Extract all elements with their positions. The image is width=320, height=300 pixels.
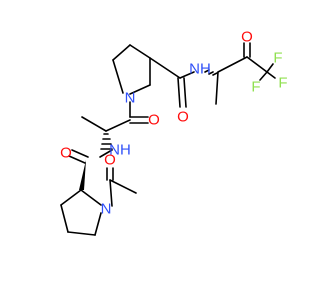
atom-n-pro1-ring: N (125, 90, 136, 107)
bond (99, 149, 113, 158)
bond (60, 189, 82, 206)
atom-n-ala: NH (109, 142, 131, 159)
atom-labels: O NH O F F F N O NH O N O (60, 29, 287, 218)
bond (266, 63, 274, 73)
bond (217, 56, 248, 73)
bond (112, 44, 131, 61)
bonds (60, 42, 276, 236)
bond (259, 71, 268, 81)
hash-bond (100, 133, 113, 150)
bond (67, 231, 96, 236)
bond (129, 84, 151, 95)
bond (266, 71, 276, 79)
atom-n-pro1-amide: NH (189, 61, 211, 78)
bond (112, 59, 124, 94)
bond (183, 77, 187, 108)
bond (60, 204, 69, 233)
bond (204, 69, 210, 73)
atom-o-ala-carbonyl: O (148, 112, 160, 129)
bond (246, 56, 268, 73)
atom-o-ketone: O (241, 29, 253, 46)
bond (149, 57, 181, 79)
bond (179, 71, 195, 79)
bond (105, 119, 131, 132)
wedge-bond (79, 160, 86, 190)
bond (177, 77, 181, 108)
bond (129, 44, 151, 59)
bond (94, 212, 102, 236)
atom-o-pro2-amide: O (60, 145, 72, 162)
atom-f-1: F (251, 79, 260, 96)
bond (81, 116, 107, 132)
bond (215, 71, 219, 105)
bond (208, 71, 214, 75)
bond (109, 179, 137, 194)
atom-n-pro2-ring: N (101, 201, 112, 218)
hash-bond (204, 69, 218, 76)
bond (212, 72, 218, 76)
bond (71, 149, 89, 158)
bond (80, 189, 102, 206)
atom-f-3: F (278, 75, 287, 92)
bond (109, 179, 113, 207)
atom-f-2: F (273, 50, 282, 67)
atom-o-pro1-amide: O (177, 109, 189, 126)
molecule-structure: O NH O F F F N O NH O N O (60, 29, 288, 236)
atom-o-acetyl: O (104, 152, 116, 169)
molecule-diagram: O NH O F F F N O NH O N O (60, 29, 288, 236)
bond (68, 155, 86, 164)
